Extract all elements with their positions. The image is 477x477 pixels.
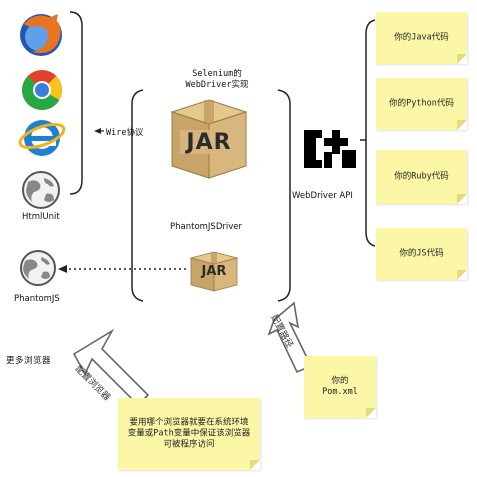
phantomjs-driver-label: PhantomJSDriver [170, 222, 242, 232]
pom-xml-note-text: 你的 Pom.xml [304, 376, 376, 398]
pom-note-line1: 你的 [331, 376, 349, 386]
htmlunit-globe-icon [20, 170, 62, 210]
htmlunit-label: HtmlUnit [22, 212, 60, 222]
wire-protocol-label: Wire协议 [106, 128, 144, 138]
internet-explorer-icon [18, 114, 66, 160]
selenium-jar-text: JAR [186, 130, 232, 155]
pom-note-line2: Pom.xml [322, 387, 358, 397]
chrome-icon [20, 68, 64, 112]
selenium-jar-icon: JAR [166, 94, 252, 182]
python-code-note-text: 你的Python代码 [389, 98, 454, 109]
ruby-code-note-text: 你的Ruby代码 [394, 171, 449, 182]
browser-config-note: 要用哪个浏览器就要在系统环境变量或Path变量中保证该浏览器可被程序访问 [118, 398, 260, 470]
phantomjs-arrow-head [58, 265, 67, 273]
phantomjs-jar-text: JAR [201, 264, 227, 279]
webdriver-logo-icon [302, 128, 358, 170]
js-code-note: 你的JS代码 [376, 228, 467, 280]
java-code-note-text: 你的Java代码 [394, 32, 449, 43]
code-bracket [365, 19, 376, 247]
phantomjs-globe-icon [18, 249, 58, 287]
selenium-title-line2: WebDriver实现 [185, 80, 249, 90]
webdriver-api-label: WebDriver API [292, 191, 353, 201]
firefox-icon [18, 12, 64, 58]
phantomjs-label: PhantomJS [14, 294, 60, 304]
selenium-title-line1: Selenium的 [192, 69, 242, 79]
pom-xml-note: 你的 Pom.xml [304, 356, 376, 418]
center-right-bracket [277, 89, 291, 302]
js-code-note-text: 你的JS代码 [399, 248, 444, 259]
browser-config-note-text: 要用哪个浏览器就要在系统环境变量或Path变量中保证该浏览器可被程序访问 [127, 417, 251, 450]
wire-arrow-head [94, 128, 101, 134]
python-code-note: 你的Python代码 [376, 78, 467, 130]
selenium-title: Selenium的 WebDriver实现 [172, 69, 262, 91]
phantomjs-jar-icon: JAR [188, 249, 240, 293]
center-left-bracket [131, 89, 144, 302]
ruby-code-note: 你的Ruby代码 [376, 150, 467, 204]
java-code-note: 你的Java代码 [376, 12, 467, 64]
browser-bracket [69, 11, 83, 195]
more-browsers-label: 更多浏览器 [6, 356, 52, 366]
